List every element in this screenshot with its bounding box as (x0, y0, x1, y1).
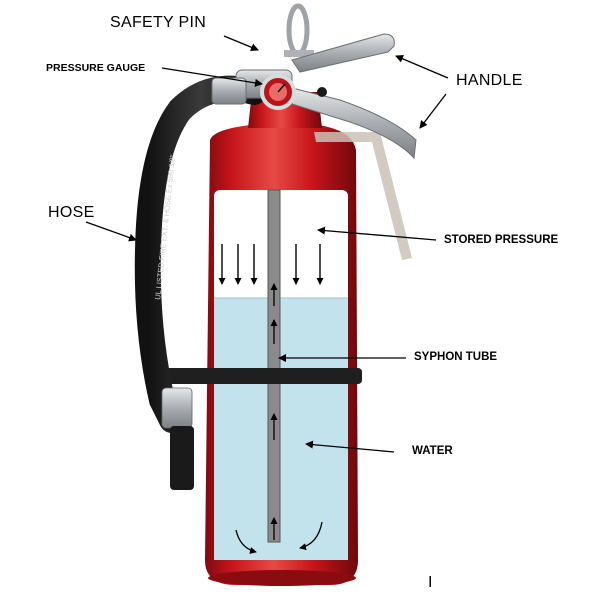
pressure-arrows (218, 244, 324, 285)
label-water: WATER (412, 445, 453, 457)
bottom-lever (291, 87, 417, 160)
leader-lines (85, 35, 449, 453)
water-fill (214, 298, 348, 560)
hose-ferrule (161, 387, 193, 429)
hose-coupling (211, 77, 247, 105)
label-syphon-tube: SYPHON TUBE (414, 351, 498, 363)
bottom-rim (208, 570, 356, 586)
label-pressure-gauge: PRESSURE GAUGE (46, 62, 146, 74)
text-cursor-mark: I (428, 574, 433, 591)
syphon-tube (267, 189, 281, 543)
hose (134, 75, 267, 433)
label-stored-pressure: STORED PRESSURE (444, 234, 559, 246)
top-lever (291, 33, 395, 73)
hose-nozzle (170, 426, 194, 490)
label-handle: HANDLE (456, 72, 523, 89)
safety-pin-ring (286, 3, 310, 57)
tag-strap (314, 132, 412, 260)
label-hose: HOSE (48, 204, 95, 221)
flow-arrows (235, 283, 323, 554)
mounting-bracket (156, 368, 362, 384)
label-safety-pin: SAFETY PIN (110, 14, 207, 31)
safety-pin-shaft (284, 50, 314, 57)
